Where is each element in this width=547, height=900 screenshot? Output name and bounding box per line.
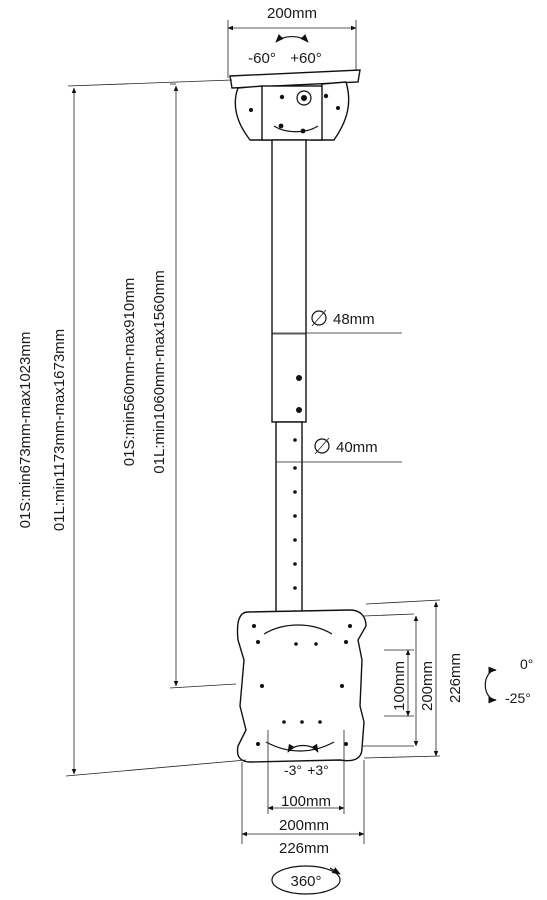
height-inner-s-label: 01S:min560mm-max910mm: [121, 278, 138, 466]
top-width-dimension: 200mm: [227, 5, 357, 78]
swivel-right-label: +60°: [290, 50, 321, 67]
vesa-h200-label: 200mm: [279, 817, 329, 834]
inner-height-dimension: 01S:min560mm-max910mm 01L:min1060mm-max1…: [121, 83, 237, 689]
vesa-h226-label: 226mm: [279, 840, 329, 857]
level-indicator: -3° +3°: [284, 743, 329, 778]
level-left-label: -3°: [284, 762, 302, 778]
vesa-v226-label: 226mm: [447, 653, 464, 703]
rotation-label: 360°: [290, 873, 321, 890]
tilt-bottom-label: -25°: [505, 690, 531, 706]
total-height-dimension: 01S:min673mm-max1023mm 01L:min1173mm-max…: [17, 79, 247, 777]
upper-tube: [271, 139, 307, 423]
vesa-h100-label: 100mm: [281, 793, 331, 810]
diameter-40-callout: 40mm: [276, 437, 402, 463]
top-width-label: 200mm: [267, 5, 317, 22]
tilt-top-label: 0°: [520, 656, 533, 672]
swivel-indicator: -60° +60°: [248, 34, 322, 67]
height-inner-l-label: 01L:min1060mm-max1560mm: [151, 270, 168, 473]
vesa-horizontal-dimensions: 100mm 200mm 226mm: [241, 730, 365, 857]
vesa-vertical-dimensions: 100mm 200mm 226mm: [362, 599, 464, 759]
height-total-s-label: 01S:min673mm-max1023mm: [17, 332, 34, 529]
rotation-indicator: 360°: [271, 865, 341, 895]
ceiling-bracket: [229, 69, 361, 141]
height-total-l-label: 01L:min1173mm-max1673mm: [51, 329, 68, 531]
tilt-indicator: 0° -25°: [484, 656, 533, 706]
swivel-left-label: -60°: [248, 50, 276, 67]
diameter-48-callout: 48mm: [272, 309, 402, 334]
diameter-48-label: 48mm: [333, 311, 375, 328]
vesa-v200-label: 200mm: [419, 661, 436, 711]
diameter-40-label: 40mm: [336, 439, 378, 456]
lower-tube: [275, 421, 303, 643]
vesa-plate: [236, 609, 367, 763]
level-right-label: +3°: [307, 762, 329, 778]
vesa-v100-label: 100mm: [391, 661, 408, 711]
